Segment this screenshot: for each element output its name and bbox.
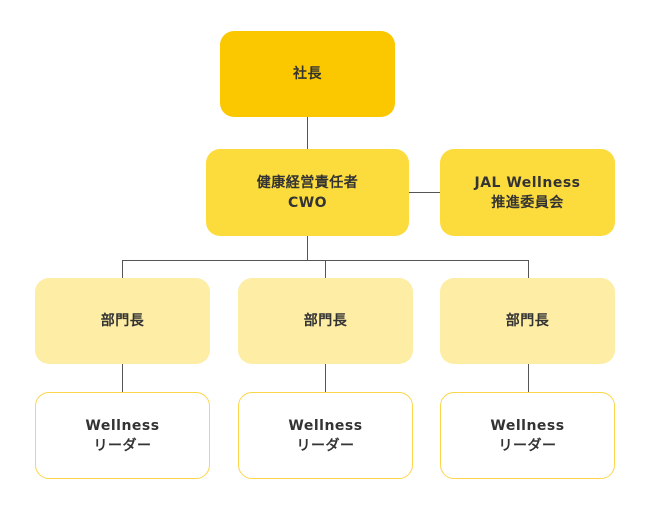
connector-bus-dept-3 [528,260,529,278]
connector-dept-leader-2 [325,364,326,392]
department-head-label: 部門長 [100,313,145,329]
connector-cwo-down [307,236,308,260]
department-head-label: 部門長 [303,313,348,329]
wellness-leader-label-line2: リーダー [93,437,152,454]
wellness-leader-box-2: Wellness リーダー [238,392,413,479]
department-head-box-1: 部門長 [35,278,210,364]
committee-box: JAL Wellness 推進委員会 [440,149,615,236]
cwo-box: 健康経営責任者 CWO [206,149,409,236]
wellness-leader-label-line1: Wellness [490,417,565,434]
wellness-leader-label-line1: Wellness [288,417,363,434]
department-head-box-3: 部門長 [440,278,615,364]
connector-bus-dept-1 [122,260,123,278]
cwo-label-line1: 健康経営責任者 [256,174,359,191]
wellness-leader-box-3: Wellness リーダー [440,392,615,479]
connector-dept-leader-1 [122,364,123,392]
department-head-box-2: 部門長 [238,278,413,364]
wellness-leader-label-line2: リーダー [498,437,557,454]
connector-president-cwo [307,117,308,149]
connector-bus-dept-2 [325,260,326,278]
president-label: 社長 [293,66,322,82]
connector-cwo-committee [409,192,440,193]
wellness-leader-label-line1: Wellness [85,417,160,434]
wellness-leader-box-1: Wellness リーダー [35,392,210,479]
cwo-label-line2: CWO [287,194,328,211]
committee-label-line1: JAL Wellness [474,174,581,191]
wellness-leader-label-line2: リーダー [296,437,355,454]
connector-dept-leader-3 [528,364,529,392]
president-box: 社長 [220,31,395,117]
department-head-label: 部門長 [505,313,550,329]
committee-label-line2: 推進委員会 [491,194,564,211]
